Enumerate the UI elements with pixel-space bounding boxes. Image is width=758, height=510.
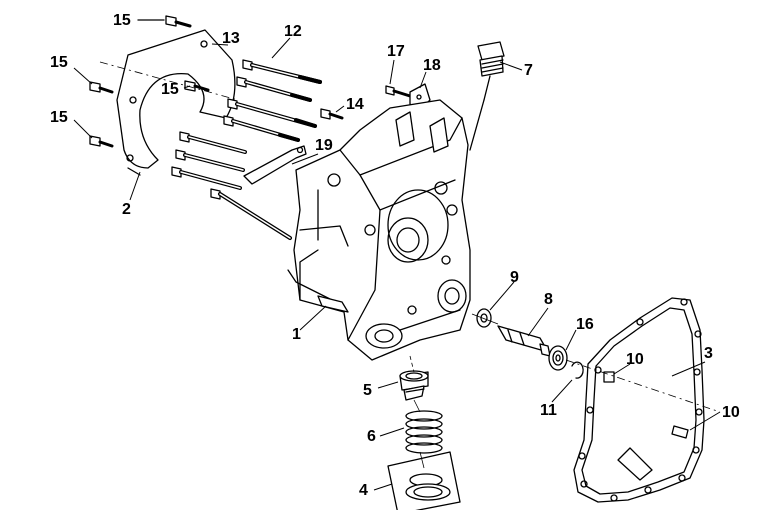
oil-seal-part-9: [476, 308, 492, 328]
callout-16: 16: [576, 316, 594, 333]
callout-4: 4: [359, 482, 368, 499]
callout-15-left-upper: 15: [50, 54, 68, 71]
callout-15-top: 15: [113, 12, 131, 29]
strainer-cap-part-5: [399, 370, 429, 401]
bearing-part-16: [548, 345, 568, 371]
bolt-set: [171, 59, 344, 240]
dipstick-part-7: [469, 41, 505, 151]
callout-2: 2: [122, 201, 131, 218]
callout-14: 14: [346, 96, 364, 113]
callout-10-lower: 10: [722, 404, 740, 421]
leader-lines: [73, 37, 721, 491]
cover-plate-part: [116, 29, 236, 176]
callout-5: 5: [363, 382, 372, 399]
bracket-part-19: [243, 145, 307, 185]
callout-8: 8: [544, 291, 553, 308]
spring-part-6: [405, 410, 443, 454]
callout-13: 13: [222, 30, 240, 47]
callout-11: 11: [540, 402, 557, 419]
callout-19: 19: [315, 137, 333, 154]
callout-17: 17: [387, 43, 405, 60]
callout-1: 1: [292, 326, 301, 343]
callout-12: 12: [284, 23, 302, 40]
crankcase-cover-part-1: [287, 99, 471, 361]
dowel-pin-part-10: [603, 371, 689, 439]
shaft-part-8: [497, 325, 551, 357]
callout-7: 7: [524, 62, 533, 79]
callout-10-upper: 10: [626, 351, 644, 368]
callout-18: 18: [423, 57, 441, 74]
screw-part-15: [89, 15, 210, 148]
callout-6: 6: [367, 428, 376, 445]
callout-3: 3: [704, 345, 713, 362]
gasket-part-3: [573, 297, 705, 503]
callout-15-left-lower: 15: [50, 109, 68, 126]
callout-15-middle: 15: [161, 81, 179, 98]
callout-9: 9: [510, 269, 519, 286]
filter-screen-part-4: [387, 451, 461, 510]
assembly-lines: [99, 61, 721, 469]
circlip-part-11: [571, 361, 584, 379]
